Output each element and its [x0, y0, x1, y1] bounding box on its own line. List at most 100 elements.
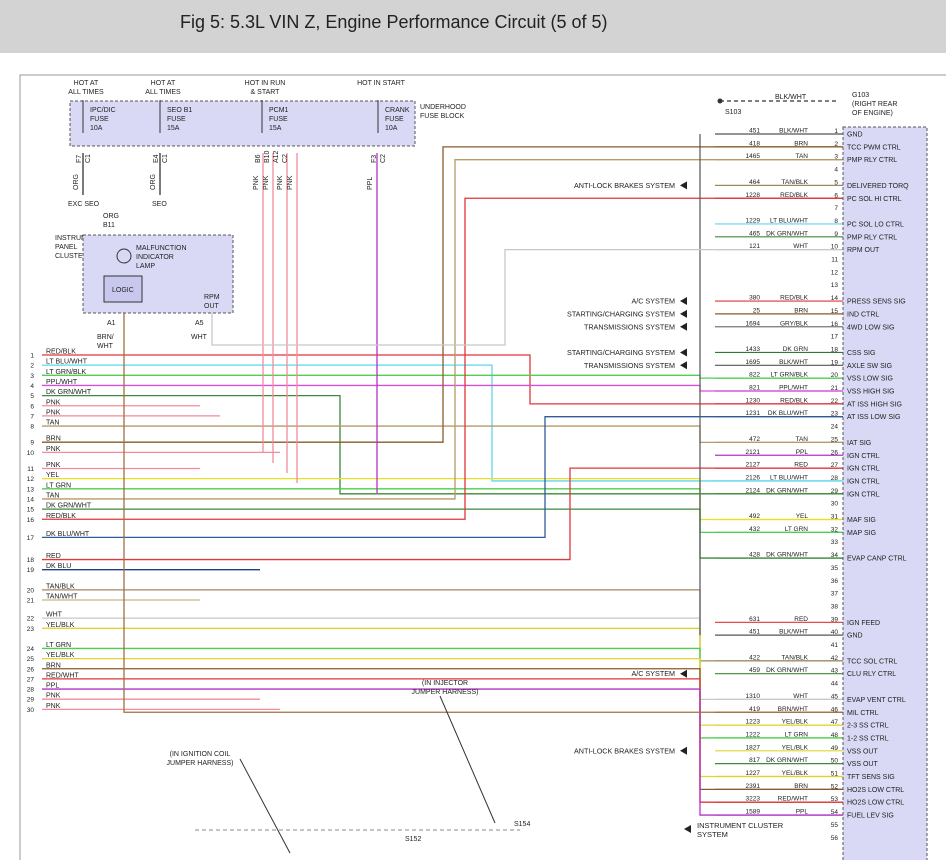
- wires: [42, 100, 843, 816]
- wire-16: [42, 197, 843, 520]
- splice-s152: S152: [405, 836, 421, 843]
- fuse-wire-color: PNK: [253, 175, 260, 190]
- pcm-pin-number: 55: [831, 822, 839, 829]
- seo-label: SEO: [152, 201, 167, 208]
- pcm-pin-function: TCC PWM CTRL: [847, 144, 901, 151]
- left-wire-number: 14: [27, 496, 35, 503]
- circuit-number: 451: [749, 629, 760, 636]
- left-wire-number: 30: [27, 707, 35, 714]
- cluster-pin: B11: [103, 222, 115, 229]
- pcm-pin-number: 36: [831, 578, 839, 585]
- pcm-pin-number: 12: [831, 269, 839, 276]
- pcm-pin-function: CSS SIG: [847, 350, 875, 357]
- pcm-pin-number: 53: [831, 796, 839, 803]
- left-wire-color: LT BLU/WHT: [46, 359, 88, 366]
- pcm-pin-number: 20: [831, 372, 839, 379]
- pcm-wire-color: YEL/BLK: [782, 719, 809, 726]
- fuse-terminal: B10: [264, 150, 271, 163]
- left-wire-number: 23: [27, 626, 35, 633]
- fuse-hot-label: HOT AT: [74, 80, 99, 87]
- pcm-pin-function: IGN CTRL: [847, 478, 880, 485]
- outer-border: [19, 74, 946, 860]
- pcm-wire-color: BLK/WHT: [779, 359, 808, 366]
- left-wire-number: 1: [30, 353, 34, 360]
- pcm-wire-color: TAN: [795, 153, 808, 160]
- page-title: Fig 5: 5.3L VIN Z, Engine Performance Ci…: [180, 12, 608, 32]
- pcm-pin-function: VSS HIGH SIG: [847, 389, 894, 396]
- left-wire-number: 6: [30, 403, 34, 410]
- pcm-pin-number: 17: [831, 334, 839, 341]
- system-arrow: [680, 746, 687, 755]
- pcm-pin-function: FUEL LEV SIG: [847, 813, 894, 820]
- left-wire-color: DK BLU/WHT: [46, 531, 90, 538]
- circuit-number: 1433: [746, 346, 761, 353]
- rpm-out-wire: [211, 249, 843, 346]
- pcm-wire-color: WHT: [793, 243, 808, 250]
- left-wire-number: 15: [27, 507, 35, 514]
- pcm-pin-number: 8: [834, 218, 838, 225]
- left-wire-color: BRN: [46, 662, 61, 669]
- circuit-number: 1465: [746, 153, 761, 160]
- cluster-pin: A1: [107, 320, 116, 327]
- pcm-wire-color: DK GRN/WHT: [766, 230, 808, 237]
- circuit-number: 419: [749, 706, 760, 713]
- left-wire-color: RED/BLK: [46, 513, 76, 520]
- fuse-hot-label: ALL TIMES: [68, 89, 104, 96]
- left-wire-color: PNK: [46, 399, 61, 406]
- fuse-wire-color: ORG: [73, 174, 80, 190]
- system-reference: ANTI-LOCK BRAKES SYSTEM: [574, 746, 675, 755]
- pcm-pin-function: IGN CTRL: [847, 491, 880, 498]
- left-wire-color: TAN: [46, 420, 59, 427]
- fuse-name: PCM1: [269, 107, 289, 114]
- left-wire-number: 22: [27, 616, 35, 623]
- note-leader: [439, 695, 496, 824]
- fuse-wire-color: PNK: [263, 175, 270, 190]
- left-wire-number: 27: [27, 676, 35, 683]
- pcm-pin-number: 50: [831, 758, 839, 765]
- system-reference: TRANSMISSIONS SYSTEM: [584, 361, 675, 370]
- pcm-pin-number: 7: [834, 205, 838, 212]
- circuit-number: 1222: [746, 731, 761, 738]
- fuse-name: 10A: [385, 125, 398, 132]
- fuse-name: 15A: [269, 125, 282, 132]
- fuse-block-label: UNDERHOOD: [420, 104, 466, 111]
- circuit-number: 1230: [746, 397, 761, 404]
- instrument-panel-cluster: INSTRUMENTPANELCLUSTERORGB11MALFUNCTIONI…: [55, 213, 234, 350]
- left-wire-number: 21: [27, 598, 35, 605]
- left-wire-color: PNK: [46, 409, 61, 416]
- rpm-out-label: RPM: [204, 294, 220, 301]
- cluster-wire-color: WHT: [97, 343, 114, 350]
- ignition-harness-note: (IN IGNITION COIL: [170, 751, 231, 758]
- pcm-pin-function: TCC SOL CTRL: [847, 658, 897, 665]
- system-reference: STARTING/CHARGING SYSTEM: [567, 309, 675, 318]
- logic-label: LOGIC: [112, 287, 134, 294]
- circuit-number: 822: [749, 372, 760, 379]
- pcm-wire-color: BRN: [794, 783, 808, 790]
- fuse-block-label: FUSE BLOCK: [420, 113, 465, 120]
- left-wire-color: YEL/BLK: [46, 622, 75, 629]
- pcm-wire-color: YEL/BLK: [782, 744, 809, 751]
- fuse-hot-label: HOT AT: [151, 80, 176, 87]
- pcm-pin-function: 2-3 SS CTRL: [847, 723, 889, 730]
- pcm-pin-function: IND CTRL: [847, 311, 879, 318]
- pcm-wire-color: BRN/WHT: [778, 706, 808, 713]
- fuse-name: CRANK: [385, 107, 410, 114]
- pcm-pin-number: 4: [834, 167, 838, 174]
- pcm-pin-function: HO2S LOW CTRL: [847, 800, 904, 807]
- left-wire-number: 16: [27, 517, 35, 524]
- pcm-pin-number: 47: [831, 719, 839, 726]
- pcm-wire-color: DK GRN/WHT: [766, 757, 808, 764]
- title-bar: Fig 5: 5.3L VIN Z, Engine Performance Ci…: [0, 0, 946, 53]
- pcm-pin-function: EVAP CANP CTRL: [847, 556, 907, 563]
- left-wire-color: YEL: [46, 472, 59, 479]
- circuit-number: 2127: [746, 462, 761, 469]
- wire-17: [42, 416, 843, 539]
- pcm-pin-number: 21: [831, 385, 839, 392]
- left-wire-color: PNK: [46, 446, 61, 453]
- circuit-number: 428: [749, 552, 760, 559]
- circuit-number: 464: [749, 179, 760, 186]
- pcm-pin-function: IGN CTRL: [847, 453, 880, 460]
- fuse-terminal: E4: [153, 154, 160, 163]
- pcm-wire-color: RED: [794, 616, 808, 623]
